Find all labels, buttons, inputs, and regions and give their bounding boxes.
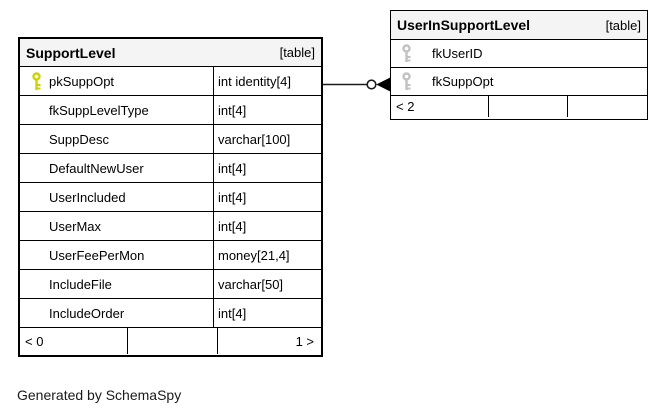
table-row[interactable]: pkSuppOpt int identity[4] [20, 67, 321, 96]
column-name: fkSuppOpt [432, 74, 494, 89]
column-name-cell: UserIncluded [20, 183, 213, 211]
column-type: int identity[4] [213, 67, 321, 95]
column-name: pkSuppOpt [49, 73, 115, 89]
column-name-cell: UserMax [20, 212, 213, 240]
column-type: int[4] [213, 212, 321, 240]
footer-middle-cell [488, 96, 567, 117]
column-name: IncludeFile [49, 276, 112, 292]
column-name-cell: UserFeePerMon [20, 241, 213, 269]
table-title[interactable]: UserInSupportLevel [397, 17, 531, 33]
column-name-cell: pkSuppOpt [20, 67, 213, 95]
table-row[interactable]: UserIncluded int[4] [20, 183, 321, 212]
table-node-supportlevel[interactable]: SupportLevel [table] pkSuppOpt int ident… [18, 37, 323, 357]
column-type: int[4] [213, 299, 321, 327]
table-footer: < 0 1 > [20, 328, 321, 354]
column-type: int[4] [213, 96, 321, 124]
table-header-userinsupportlevel[interactable]: UserInSupportLevel [table] [391, 11, 647, 40]
table-row[interactable]: DefaultNewUser int[4] [20, 154, 321, 183]
column-type: varchar[50] [213, 270, 321, 298]
column-type: money[21,4] [213, 241, 321, 269]
table-node-userinsupportlevel[interactable]: UserInSupportLevel [table] fkUserID [390, 10, 648, 120]
table-footer: < 2 [391, 96, 647, 117]
column-name: SuppDesc [49, 131, 109, 147]
table-type-badge: [table] [605, 17, 641, 33]
column-name: UserFeePerMon [49, 247, 145, 263]
primary-key-icon [30, 71, 42, 91]
generated-by-label: Generated by SchemaSpy [17, 387, 182, 403]
table-row[interactable]: IncludeFile varchar[50] [20, 270, 321, 299]
column-name: fkSuppLevelType [49, 102, 149, 118]
primary-key-icon [400, 72, 412, 91]
column-name: IncludeOrder [49, 305, 125, 321]
table-row[interactable]: UserFeePerMon money[21,4] [20, 241, 321, 270]
primary-key-icon [400, 44, 412, 63]
column-type: int[4] [213, 183, 321, 211]
table-title[interactable]: SupportLevel [26, 44, 116, 61]
column-name: UserMax [49, 218, 102, 234]
column-name: DefaultNewUser [49, 160, 144, 176]
column-type: varchar[100] [213, 125, 321, 153]
column-name-cell: fkSuppOpt [391, 68, 647, 95]
relationship-line [323, 77, 390, 92]
column-name-cell: fkSuppLevelType [20, 96, 213, 124]
footer-parents-count: 1 > [217, 328, 321, 354]
column-name: UserIncluded [49, 189, 126, 205]
column-name-cell: IncludeFile [20, 270, 213, 298]
footer-children-count: < 2 [396, 99, 415, 114]
table-type-badge: [table] [279, 45, 315, 60]
table-row[interactable]: IncludeOrder int[4] [20, 299, 321, 328]
footer-children-count: < 0 [25, 333, 44, 349]
table-row[interactable]: SuppDesc varchar[100] [20, 125, 321, 154]
table-row[interactable]: fkUserID [391, 40, 647, 68]
table-row[interactable]: UserMax int[4] [20, 212, 321, 241]
footer-parents-count [567, 96, 647, 117]
table-row[interactable]: fkSuppOpt [391, 68, 647, 96]
column-type: int[4] [213, 154, 321, 182]
column-name-cell: IncludeOrder [20, 299, 213, 327]
table-header-supportlevel[interactable]: SupportLevel [table] [20, 39, 321, 67]
table-row[interactable]: fkSuppLevelType int[4] [20, 96, 321, 125]
footer-middle-cell [127, 328, 217, 354]
column-name-cell: SuppDesc [20, 125, 213, 153]
column-name-cell: fkUserID [391, 40, 647, 67]
column-name: fkUserID [432, 46, 483, 61]
column-name-cell: DefaultNewUser [20, 154, 213, 182]
